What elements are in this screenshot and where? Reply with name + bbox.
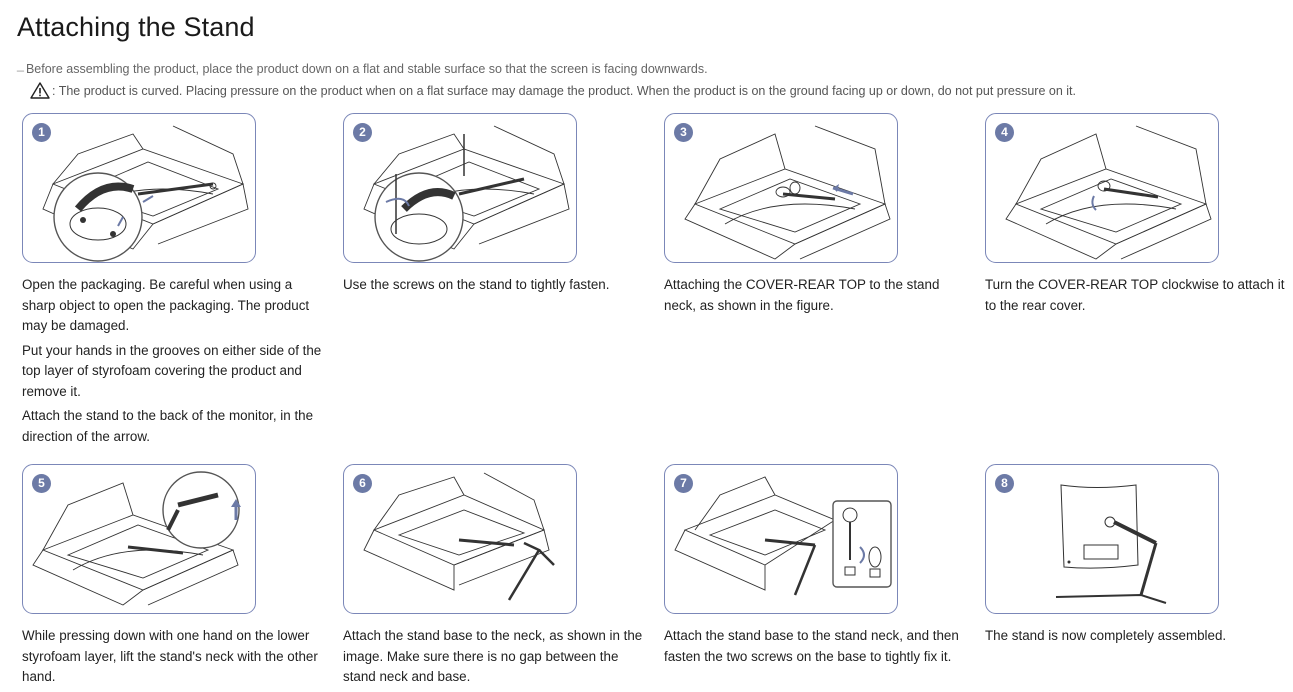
warning-triangle-icon: [30, 82, 50, 99]
step-1-paragraph-3: Attach the stand to the back of the moni…: [22, 408, 314, 444]
step-7-illustration: 7: [664, 464, 898, 614]
screwdriver-illustration: [363, 125, 570, 262]
step-number-badge: 4: [995, 123, 1014, 142]
caution-text: : The product is curved. Placing pressur…: [52, 83, 1076, 98]
rotate-arrow-icon: [1091, 195, 1097, 211]
step-number-badge: 7: [674, 474, 693, 493]
step-7-description: Attach the stand base to the stand neck,…: [664, 626, 970, 671]
rotate-cover-illustration: [1005, 125, 1212, 260]
step-3-paragraph-1: Attaching the COVER-REAR TOP to the stan…: [664, 277, 940, 313]
step-4-description: Turn the COVER-REAR TOP clockwise to att…: [985, 275, 1291, 320]
magnifier-detail: [53, 172, 143, 262]
step-1-description: Open the packaging. Be careful when usin…: [22, 275, 328, 451]
step-4-illustration: 4: [985, 113, 1219, 263]
step-1-paragraph-2: Put your hands in the grooves on either …: [22, 342, 322, 399]
step-2-illustration: 2: [343, 113, 577, 263]
open-box-illustration: [42, 125, 249, 262]
step-6-paragraph-1: Attach the stand base to the neck, as sh…: [343, 628, 643, 684]
step-8-description: The stand is now completely assembled.: [985, 626, 1291, 651]
step-2-description: Use the screws on the stand to tightly f…: [343, 275, 649, 300]
step-8-paragraph-1: The stand is now completely assembled.: [985, 628, 1227, 643]
assembled-monitor-illustration: [1055, 484, 1167, 604]
step-1-illustration: 1: [22, 113, 256, 263]
step-3-description: Attaching the COVER-REAR TOP to the stan…: [664, 275, 970, 320]
step-7-paragraph-1: Attach the stand base to the stand neck,…: [664, 628, 959, 664]
step-6-illustration: 6: [343, 464, 577, 614]
step-number-badge: 5: [32, 474, 51, 493]
step-3-illustration: 3: [664, 113, 898, 263]
screw-detail-inset: [832, 500, 892, 588]
step-8-illustration: 8: [985, 464, 1219, 614]
arrow-icon: [142, 195, 154, 203]
step-number-badge: 3: [674, 123, 693, 142]
step-number-badge: 8: [995, 474, 1014, 493]
step-5-paragraph-1: While pressing down with one hand on the…: [22, 628, 318, 684]
step-1-paragraph-1: Open the packaging. Be careful when usin…: [22, 277, 310, 333]
step-number-badge: 6: [353, 474, 372, 493]
caution-line: : The product is curved. Placing pressur…: [30, 82, 1076, 99]
lift-neck-illustration: [32, 471, 241, 606]
step-number-badge: 1: [32, 123, 51, 142]
step-2-paragraph-1: Use the screws on the stand to tightly f…: [343, 277, 610, 292]
fasten-base-screws-illustration: [674, 476, 892, 596]
cover-rear-top-illustration: [684, 125, 891, 260]
note-line: _ Before assembling the product, place t…: [17, 58, 708, 76]
note-dash: _: [17, 58, 24, 72]
note-text: Before assembling the product, place the…: [25, 62, 708, 76]
step-5-illustration: 5: [22, 464, 256, 614]
step-number-badge: 2: [353, 123, 372, 142]
step-6-description: Attach the stand base to the neck, as sh…: [343, 626, 649, 692]
step-5-description: While pressing down with one hand on the…: [22, 626, 328, 692]
page-title: Attaching the Stand: [17, 12, 255, 42]
attach-base-illustration: [363, 472, 555, 601]
step-4-paragraph-1: Turn the COVER-REAR TOP clockwise to att…: [985, 277, 1285, 313]
